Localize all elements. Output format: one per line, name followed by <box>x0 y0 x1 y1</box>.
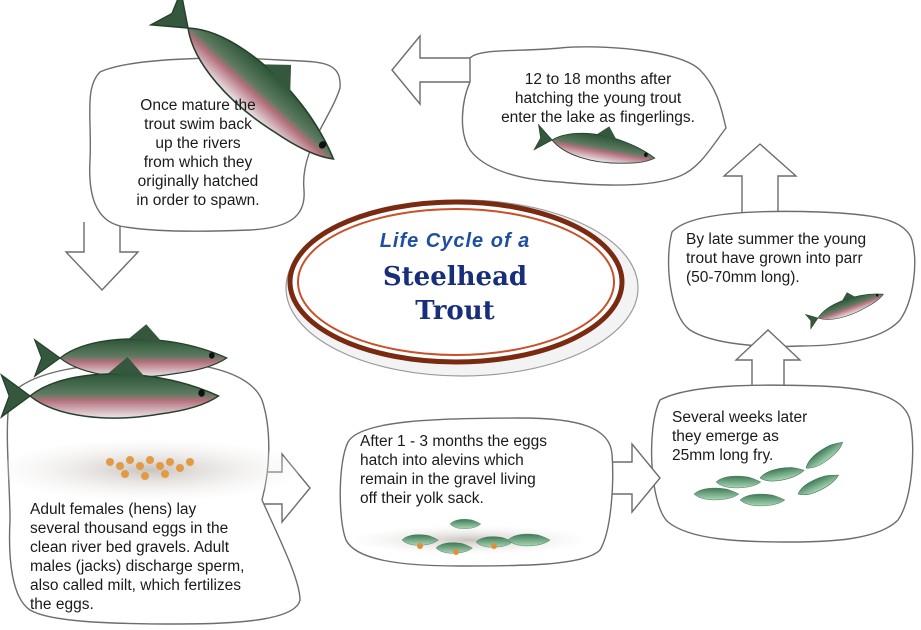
flow-arrow-left-down <box>66 222 138 290</box>
title-line-2: Steelhead <box>300 262 610 292</box>
title-line-1: Life Cycle of a <box>300 230 610 253</box>
flow-arrow-right-upper <box>724 144 796 218</box>
stage-spawn-text: Adult females (hens) lay several thousan… <box>30 500 310 614</box>
title-line-3: Trout <box>300 296 610 326</box>
stage-fingerlings-text: 12 to 18 months after hatching the young… <box>478 70 718 127</box>
stage-parr-text: By late summer the young trout have grow… <box>686 230 906 287</box>
flow-arrow-top <box>392 36 470 104</box>
stage-alevins-text: After 1 - 3 months the eggs hatch into a… <box>360 432 600 508</box>
stage-return-text: Once mature the trout swim back up the r… <box>118 96 278 210</box>
stage-fry-text: Several weeks later they emerge as 25mm … <box>672 408 872 465</box>
